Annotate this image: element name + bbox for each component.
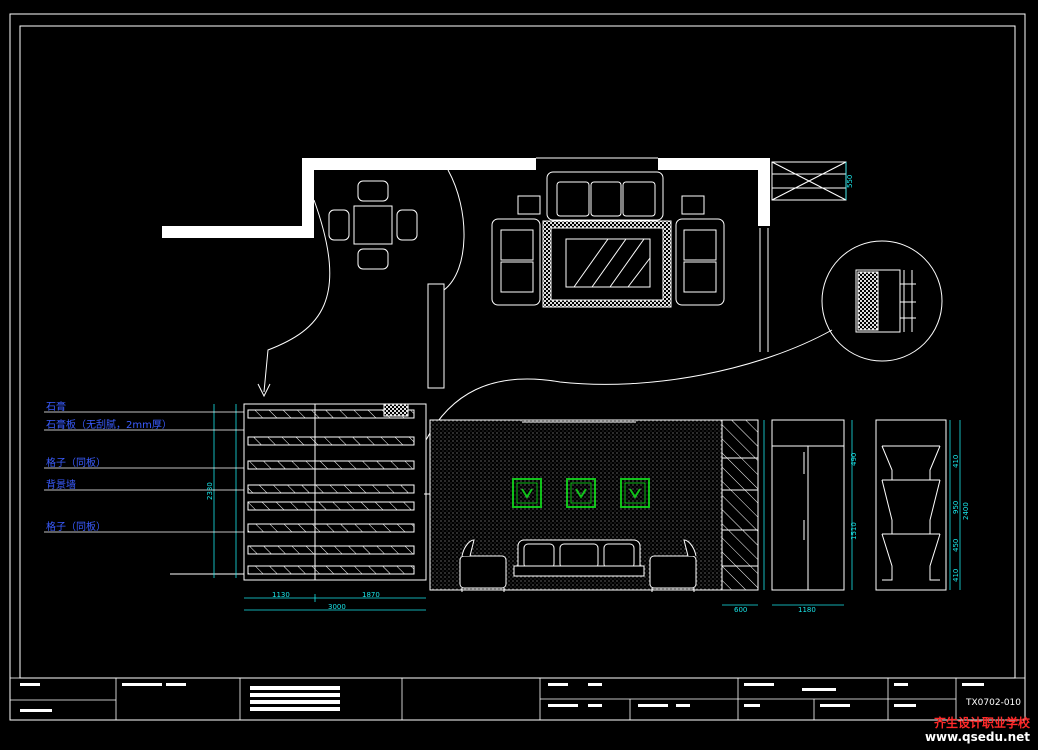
sofa-elevation xyxy=(459,539,697,592)
dim-410-bottom: 410 xyxy=(952,569,960,582)
dim-550: 550 xyxy=(846,175,854,188)
floor-plan xyxy=(162,157,943,441)
label-gypsum-board: 石膏板（无刮腻，2mm厚） xyxy=(46,418,172,431)
dim-490: 490 xyxy=(850,453,858,466)
drawing-number: TX0702-010 xyxy=(965,698,1021,708)
painting-1 xyxy=(512,478,542,508)
label-gypsum: 石膏 xyxy=(46,400,66,413)
watermark-url: www.qsedu.net xyxy=(924,730,1030,744)
dim-600: 600 xyxy=(734,606,747,614)
painting-2 xyxy=(566,478,596,508)
dining-set xyxy=(328,180,418,270)
wall-right-vertical xyxy=(758,158,770,226)
watermark-school-name: 齐生设计职业学校 xyxy=(933,716,1030,730)
watermark: 齐生设计职业学校 www.qsedu.net xyxy=(925,716,1030,744)
dim-950: 950 xyxy=(952,501,960,514)
dim-2400: 2400 xyxy=(962,502,970,520)
dim-410-top: 410 xyxy=(952,455,960,468)
label-grid-2: 格子（同板） xyxy=(46,520,106,533)
dim-450: 450 xyxy=(952,539,960,552)
dimension-lines xyxy=(213,162,961,611)
painting-3 xyxy=(620,478,650,508)
dim-1130: 1130 xyxy=(272,591,290,599)
label-background-wall: 背景墙 xyxy=(46,478,76,491)
wall-left-segment xyxy=(162,158,314,238)
title-block xyxy=(9,677,1026,721)
sofa-group xyxy=(491,171,725,308)
dim-1510: 1510 xyxy=(850,522,858,540)
detail-bubble xyxy=(821,240,943,362)
elevation-left-shelves xyxy=(170,403,486,581)
label-grid-1: 格子（同板） xyxy=(46,456,106,469)
dim-1870: 1870 xyxy=(362,591,380,599)
elevation-cabinets xyxy=(771,419,947,591)
elevation-center-wall xyxy=(429,419,759,592)
dim-2330: 2330 xyxy=(206,482,214,500)
wall-top-left xyxy=(314,158,536,170)
dim-1180: 1180 xyxy=(798,606,816,614)
dim-3000: 3000 xyxy=(328,603,346,611)
wall-top-right xyxy=(658,158,770,170)
label-leaders xyxy=(44,411,244,533)
drawing-frame xyxy=(9,13,1026,721)
